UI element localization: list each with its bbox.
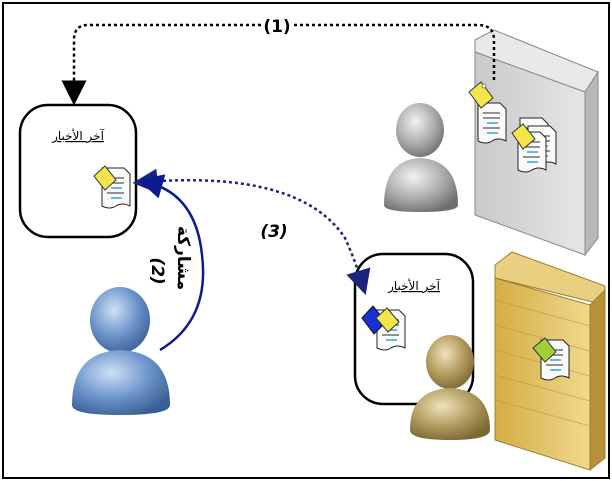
person-gray-icon: [384, 103, 458, 212]
step2-label: (2): [147, 257, 167, 284]
dotted-arrow-icon: [132, 168, 371, 295]
tag-icon: [532, 337, 557, 363]
news-box-left: آخر الأخبار: [18, 103, 138, 239]
tag-icon: [468, 81, 536, 150]
solid-arrow-icon: [137, 174, 205, 352]
news-box-left-title: آخر الأخبار: [51, 128, 105, 144]
news-box-right-title: آخر الأخبار: [387, 278, 441, 294]
person-blue-icon: [72, 287, 170, 415]
person-khaki-icon: [410, 335, 490, 440]
step1-label: (1): [263, 17, 290, 37]
tag-icon: [93, 165, 117, 191]
step3-label: (3): [260, 222, 287, 242]
tag-icon: [375, 307, 400, 333]
share-label: مشاركة: [173, 226, 193, 290]
step1-label-bg: [262, 16, 292, 36]
